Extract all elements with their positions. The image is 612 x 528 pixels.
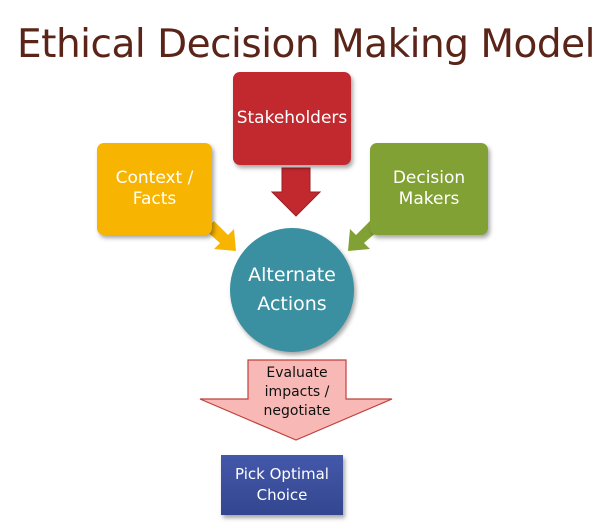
evaluate-arrow xyxy=(199,359,393,441)
stakeholders-arrow xyxy=(270,167,322,217)
evaluate-label-line3: negotiate xyxy=(263,402,331,419)
decision-label-line2: Makers xyxy=(398,189,460,209)
evaluate-label-line1: Evaluate xyxy=(266,364,328,381)
diagram-title: Ethical Decision Making Model xyxy=(17,22,595,67)
stakeholders-label: Stakeholders xyxy=(236,108,348,128)
context-facts-box: Context / Facts xyxy=(97,143,212,235)
context-label-line1: Context / xyxy=(115,168,194,188)
pick-optimal-choice-box: Pick Optimal Choice xyxy=(221,455,343,515)
stakeholders-box: Stakeholders xyxy=(233,72,351,165)
decision-makers-box: Decision Makers xyxy=(370,143,488,235)
context-arrow xyxy=(205,221,236,251)
evaluate-label-line2: impacts / xyxy=(264,383,330,400)
evaluate-arrow-label: Evaluate impacts / negotiate xyxy=(248,361,346,423)
pick-label-line2: Choice xyxy=(256,486,308,504)
context-label-line2: Facts xyxy=(132,189,177,209)
decision-label-line1: Decision xyxy=(392,168,466,188)
alternate-label-line2: Actions xyxy=(257,293,327,315)
alternate-actions-circle: Alternate Actions xyxy=(230,228,354,352)
alternate-label-line1: Alternate xyxy=(248,264,336,286)
pick-label-line1: Pick Optimal xyxy=(235,465,329,483)
